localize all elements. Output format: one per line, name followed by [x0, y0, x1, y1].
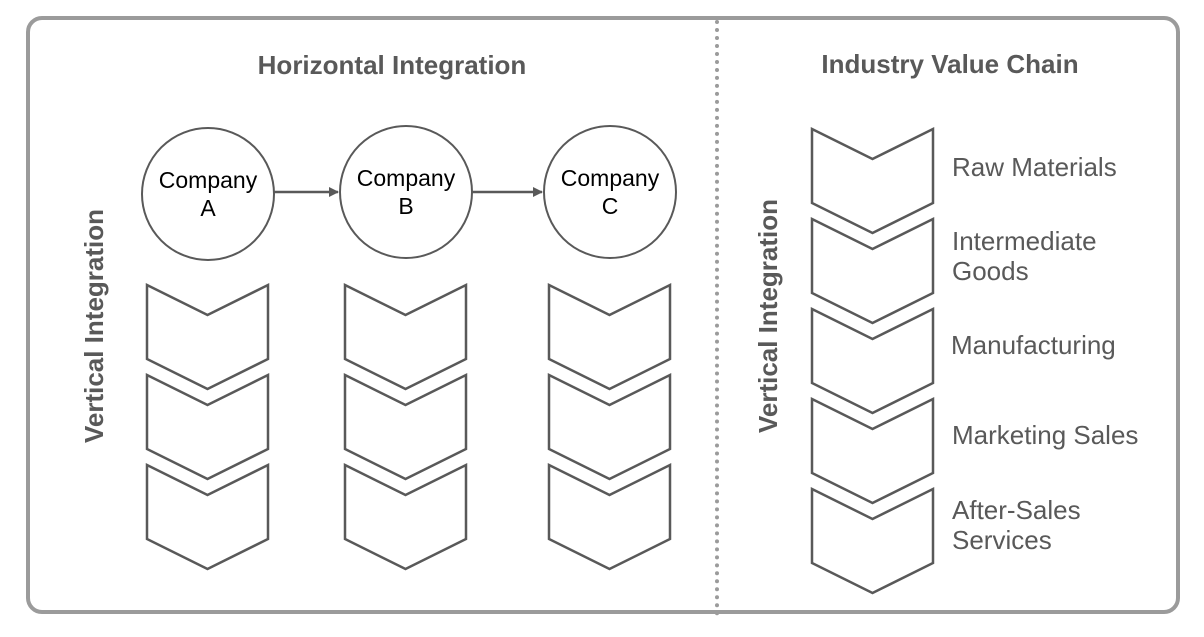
value-chain-step-after-sales-services: After-Sales Services: [952, 495, 1081, 555]
value-chain-step-manufacturing: Manufacturing: [951, 330, 1116, 360]
company-c-label-line1: Company: [561, 165, 660, 191]
company-b-label-line1: Company: [357, 165, 456, 191]
company-c-chevron-3: [547, 462, 672, 571]
section-divider: [715, 20, 719, 616]
industry-value-chain-title: Industry Value Chain: [821, 49, 1079, 79]
company-a-label-line1: Company: [159, 167, 258, 193]
value-chain-chevron-4: [810, 396, 935, 505]
value-chain-step-raw-materials: Raw Materials: [952, 152, 1117, 182]
company-b-chevron-3: [343, 462, 468, 571]
company-b-chevron-1: [343, 282, 468, 391]
value-chain-chevron-3: [810, 306, 935, 415]
company-c-chevron-1: [547, 282, 672, 391]
company-c-node: Company C: [543, 125, 677, 259]
company-a-chevron-3: [145, 462, 270, 571]
diagram-frame: [26, 16, 1180, 614]
company-b-node: Company B: [339, 125, 473, 259]
value-chain-chevron-5: [810, 486, 935, 595]
value-chain-chevron-1: [810, 126, 935, 235]
company-c-chevron-2: [547, 372, 672, 481]
value-chain-step-marketing-sales: Marketing Sales: [952, 420, 1139, 450]
company-b-label-line2: B: [398, 193, 413, 219]
company-a-label-line2: A: [200, 195, 216, 221]
company-b-chevron-2: [343, 372, 468, 481]
company-c-label-line2: C: [602, 193, 619, 219]
company-a-node: Company A: [141, 127, 275, 261]
company-a-chevron-1: [145, 282, 270, 391]
value-chain-step-intermediate-goods: Intermediate Goods: [952, 226, 1097, 286]
company-a-chevron-2: [145, 372, 270, 481]
value-chain-chevron-2: [810, 216, 935, 325]
horizontal-integration-title: Horizontal Integration: [257, 50, 527, 80]
